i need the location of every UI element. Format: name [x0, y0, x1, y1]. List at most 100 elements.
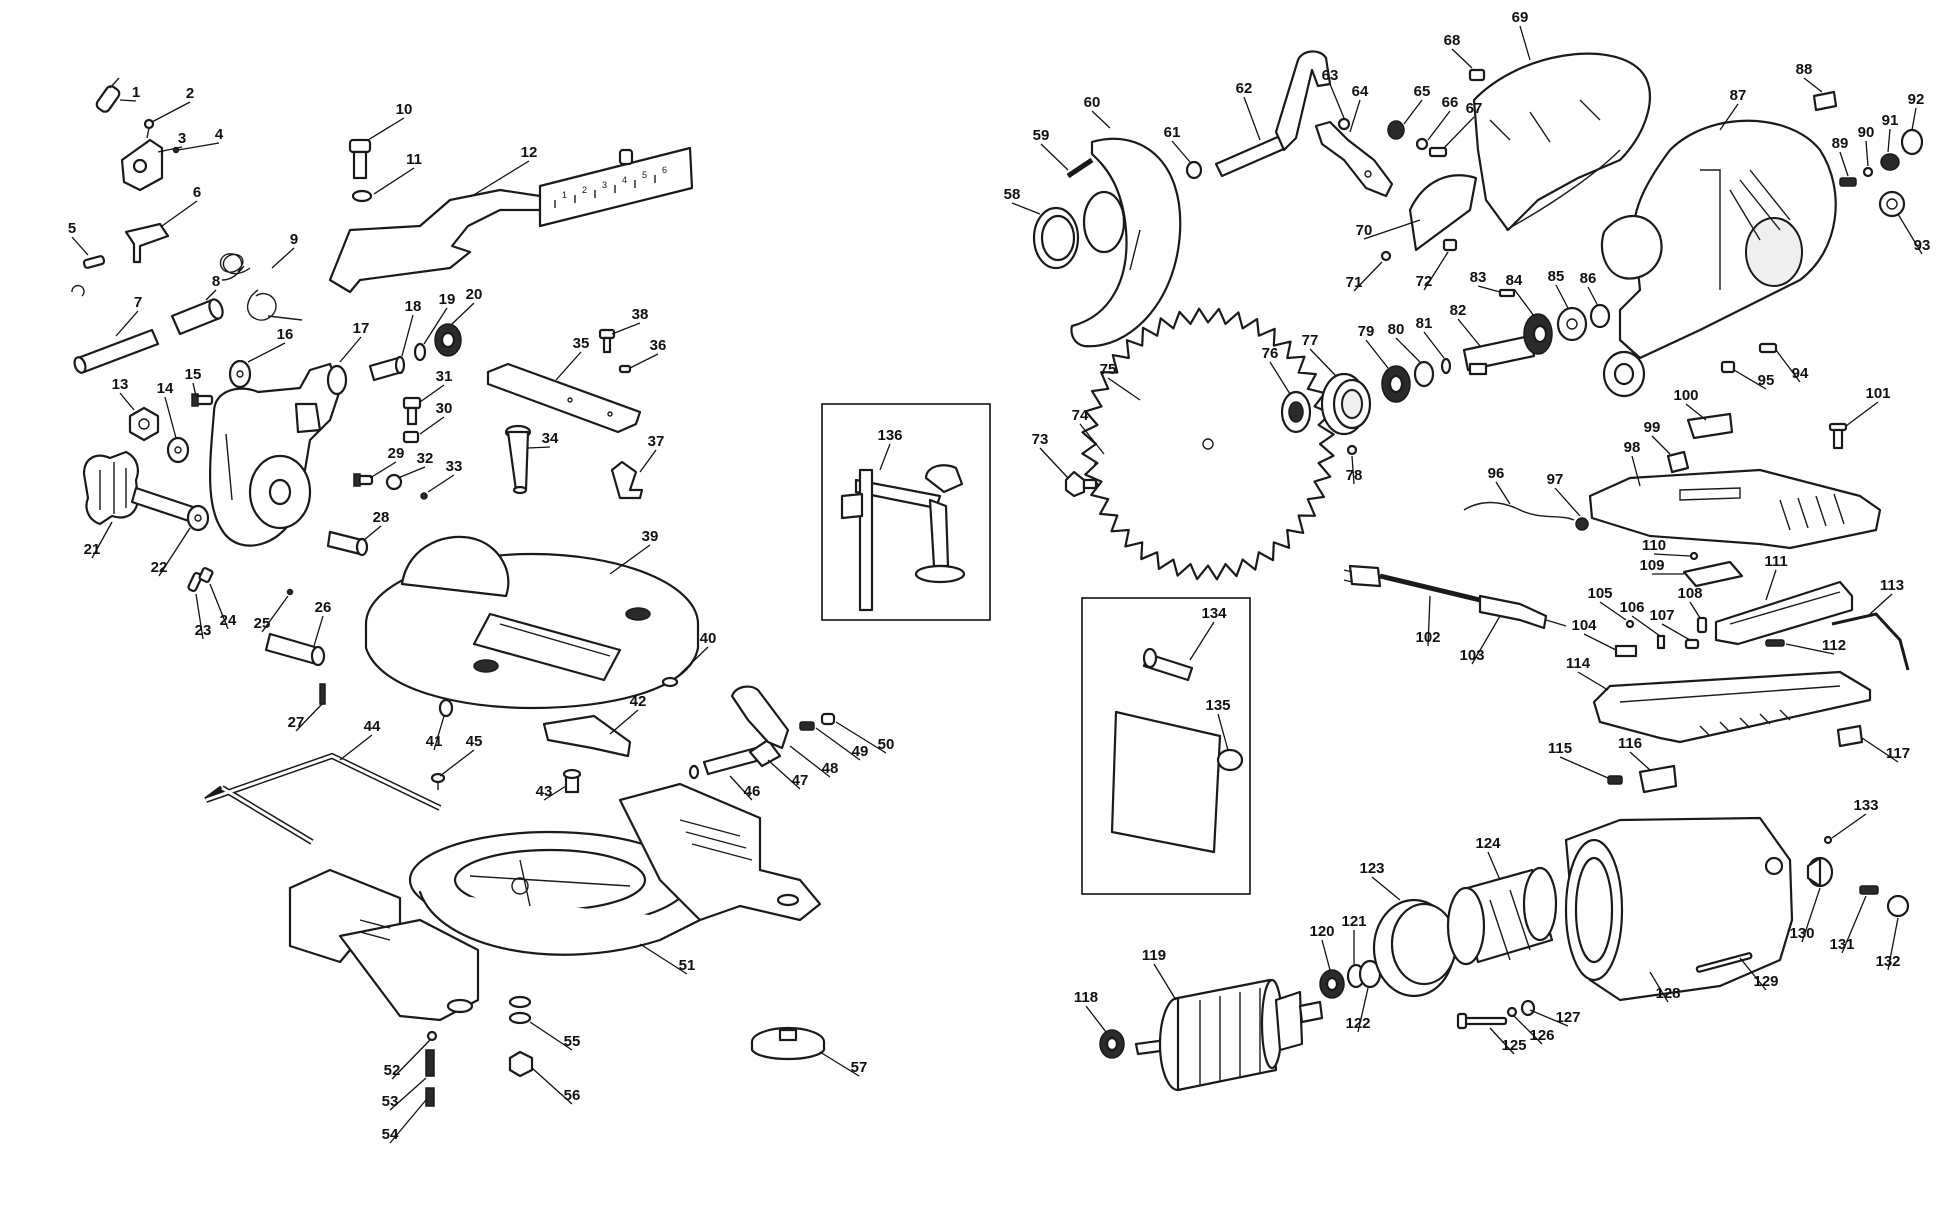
leader-line-98	[1631, 455, 1641, 487]
callout-89: 89	[1832, 135, 1849, 152]
part-94	[1758, 342, 1778, 354]
part-112	[1765, 639, 1785, 647]
leader-line-83	[1477, 285, 1501, 293]
part-58	[1032, 206, 1080, 270]
part-11	[351, 189, 373, 203]
scale-mark-2: 2	[582, 185, 587, 195]
callout-114: 114	[1566, 655, 1591, 672]
callout-12: 12	[521, 144, 538, 161]
part-26	[264, 632, 326, 667]
part-33	[420, 492, 428, 500]
part-84	[1523, 313, 1553, 355]
leader-line-47	[767, 759, 801, 790]
callout-95: 95	[1758, 372, 1775, 389]
part-77	[1320, 372, 1372, 436]
callout-118: 118	[1074, 989, 1098, 1006]
leader-line-3	[157, 146, 183, 153]
scale-mark-6: 6	[662, 165, 667, 175]
callout-63: 63	[1322, 67, 1339, 84]
leader-line-45	[439, 749, 475, 777]
part-60-guard	[1070, 137, 1182, 348]
leader-line-128	[1649, 971, 1669, 1003]
callout-18: 18	[405, 298, 422, 315]
leader-line-48	[789, 745, 831, 778]
scale-mark-3: 3	[602, 180, 607, 190]
callout-32: 32	[417, 450, 434, 467]
callout-46: 46	[744, 783, 761, 800]
leader-line-82	[1457, 318, 1481, 347]
callout-111: 111	[1764, 553, 1787, 570]
callout-9: 9	[290, 231, 298, 248]
right-assembly	[1032, 50, 1924, 1092]
part-126	[1506, 1006, 1518, 1018]
leader-line-14	[164, 396, 177, 439]
part-110	[1689, 551, 1699, 561]
leader-line-114	[1577, 671, 1609, 691]
part-28	[326, 530, 369, 557]
part-75-blade	[1081, 307, 1335, 581]
leader-line-58	[1011, 202, 1041, 215]
callout-48: 48	[822, 760, 839, 777]
leader-line-54	[389, 1099, 427, 1144]
part-49	[799, 721, 815, 731]
leader-line-79	[1365, 339, 1389, 369]
leader-line-103	[1471, 615, 1501, 665]
callout-13: 13	[112, 376, 129, 393]
callout-42: 42	[630, 693, 647, 710]
callout-72: 72	[1416, 273, 1433, 290]
leader-line-74	[1079, 423, 1105, 455]
callout-77: 77	[1302, 332, 1319, 349]
leader-line-49	[815, 727, 861, 761]
callout-1: 1	[132, 84, 140, 101]
callout-125: 125	[1501, 1037, 1526, 1054]
callout-47: 47	[792, 772, 809, 789]
callout-64: 64	[1352, 83, 1369, 100]
part-92	[1900, 128, 1924, 156]
callout-22: 22	[151, 559, 168, 576]
callout-23: 23	[195, 622, 212, 639]
callout-106: 106	[1619, 599, 1644, 616]
part-41	[438, 698, 454, 718]
part-97	[1575, 517, 1589, 531]
part-61	[1185, 160, 1203, 180]
callout-105: 105	[1587, 585, 1612, 602]
part-50	[820, 712, 836, 726]
part-45	[430, 772, 446, 790]
leader-line-104	[1583, 633, 1617, 651]
leader-line-136	[879, 443, 891, 471]
part-71	[1380, 250, 1392, 262]
callout-83: 83	[1470, 269, 1487, 286]
callout-17: 17	[353, 320, 370, 337]
leader-line-80	[1395, 337, 1421, 363]
leader-line-115	[1559, 756, 1609, 779]
part-1	[95, 77, 121, 113]
part-114	[1592, 670, 1872, 744]
part-65	[1387, 120, 1405, 140]
part-21	[82, 450, 198, 526]
callout-84: 84	[1506, 272, 1523, 289]
part-5b	[71, 284, 85, 297]
part-20	[434, 323, 462, 357]
part-54	[425, 1087, 435, 1107]
callout-7: 7	[134, 294, 142, 311]
callout-6: 6	[193, 184, 201, 201]
callout-40: 40	[700, 630, 717, 647]
callout-76: 76	[1262, 345, 1279, 362]
callout-82: 82	[1450, 302, 1467, 319]
callout-65: 65	[1414, 83, 1431, 100]
callout-50: 50	[878, 736, 895, 753]
leader-line-21	[91, 521, 113, 559]
scale-mark-1: 1	[562, 190, 567, 200]
part-79	[1381, 365, 1411, 403]
part-2	[143, 118, 155, 139]
callout-101: 101	[1865, 385, 1890, 402]
part-80	[1413, 360, 1435, 388]
leader-line-118	[1085, 1005, 1107, 1033]
callout-126: 126	[1529, 1027, 1554, 1044]
callout-4: 4	[215, 126, 224, 143]
callout-104: 104	[1571, 617, 1597, 634]
callout-91: 91	[1882, 112, 1899, 129]
leader-line-66	[1427, 110, 1451, 141]
callout-94: 94	[1792, 365, 1809, 382]
leader-line-92	[1911, 107, 1917, 131]
